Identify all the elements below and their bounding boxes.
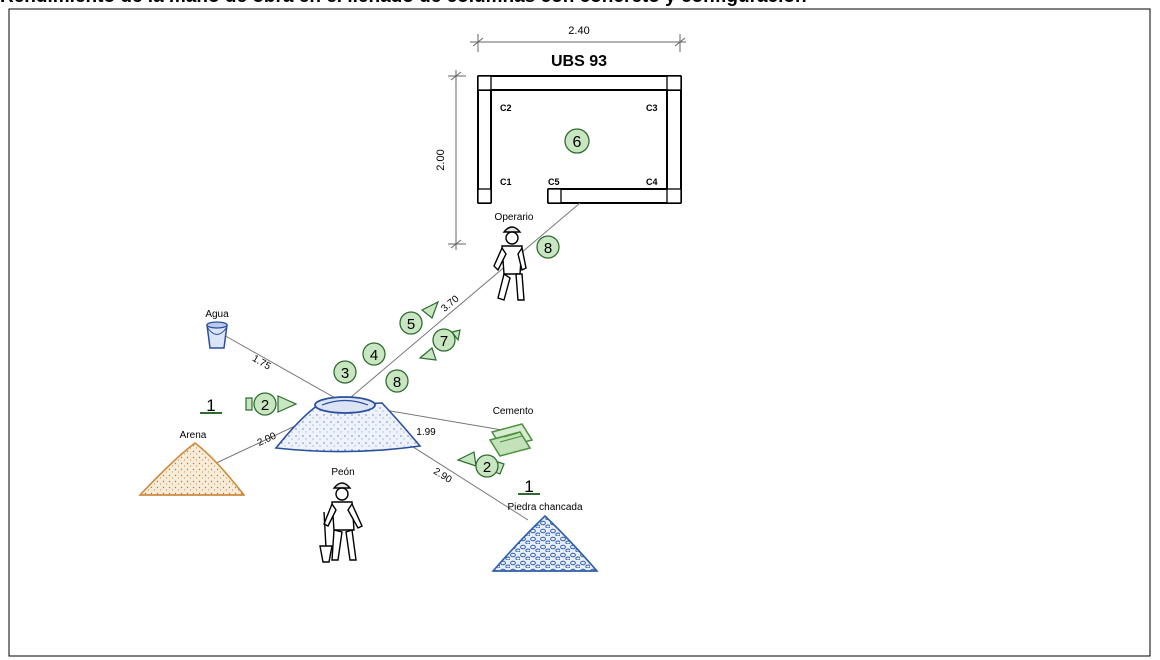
arena-label: Arena xyxy=(180,430,207,441)
svg-text:1: 1 xyxy=(206,396,215,415)
agua-bucket: Agua xyxy=(205,309,229,349)
svg-text:3: 3 xyxy=(341,365,349,382)
column-label-c5: C5 xyxy=(548,177,560,187)
column-label-c4: C4 xyxy=(646,177,658,187)
step-1-left: 1 xyxy=(200,396,222,415)
svg-text:8: 8 xyxy=(393,374,401,391)
frame-border xyxy=(8,8,1151,657)
svg-text:7: 7 xyxy=(440,333,448,350)
step-2-right-badge: 2 xyxy=(456,451,505,478)
height-dimension: 2.00 xyxy=(435,70,466,250)
column-label-c2: C2 xyxy=(500,103,512,113)
piedra-label: Piedra chancada xyxy=(507,502,582,513)
step-4-badge: 4 xyxy=(362,342,386,366)
step-1-right: 1 xyxy=(518,477,540,496)
distance-agua: 1.75 xyxy=(250,353,273,372)
peon-worker: Peón xyxy=(319,467,363,563)
step-8-lower-badge: 8 xyxy=(385,369,409,393)
svg-text:4: 4 xyxy=(370,347,378,364)
peon-label: Peón xyxy=(331,467,354,478)
plan-columns xyxy=(477,75,682,204)
svg-text:2: 2 xyxy=(261,397,269,414)
column-square xyxy=(547,188,562,204)
column-square xyxy=(477,75,492,91)
operario-worker: Operario xyxy=(493,212,534,301)
cemento-bags: Cemento xyxy=(488,406,534,457)
svg-text:6: 6 xyxy=(573,134,582,151)
plan-walls xyxy=(477,75,682,204)
step-3-badge: 3 xyxy=(333,360,357,384)
cemento-label: Cemento xyxy=(493,406,534,417)
svg-text:2: 2 xyxy=(483,459,491,476)
column-label-c1: C1 xyxy=(500,177,512,187)
step-5-badge: 5 xyxy=(399,300,440,335)
svg-text:1: 1 xyxy=(524,477,533,496)
page-title: Rendimiento de la mano de obra en el lle… xyxy=(0,0,807,8)
piedra-pile: Piedra chancada xyxy=(491,502,599,572)
arena-pile: Arena xyxy=(138,430,246,496)
distance-arena: 2.00 xyxy=(256,430,279,448)
plan-title: UBS 93 xyxy=(551,53,607,70)
column-label-c3: C3 xyxy=(646,103,658,113)
mixing-pile xyxy=(274,396,422,453)
operario-label: Operario xyxy=(495,212,534,223)
width-dim-label: 2.40 xyxy=(568,25,589,37)
height-dim-label: 2.00 xyxy=(435,149,447,170)
column-square xyxy=(477,188,492,204)
step-8-upper-badge: 8 xyxy=(536,235,560,259)
line-agua xyxy=(221,333,345,404)
column-plan: 2.40 UBS 93 2.00 xyxy=(435,25,686,250)
distance-piedra: 2.90 xyxy=(431,466,454,486)
column-square xyxy=(666,188,682,204)
agua-label: Agua xyxy=(205,309,229,320)
column-square xyxy=(666,75,682,91)
svg-text:5: 5 xyxy=(407,316,415,333)
step-6-badge: 6 xyxy=(564,128,590,154)
distance-cemento: 1.99 xyxy=(416,427,436,438)
distance-operario: 3.70 xyxy=(439,293,461,314)
step-2-left-badge: 2 xyxy=(245,392,298,416)
step-7-badge: 7 xyxy=(418,328,461,361)
line-operario xyxy=(343,202,581,404)
width-dimension: 2.40 xyxy=(470,25,686,52)
svg-text:8: 8 xyxy=(544,240,552,257)
